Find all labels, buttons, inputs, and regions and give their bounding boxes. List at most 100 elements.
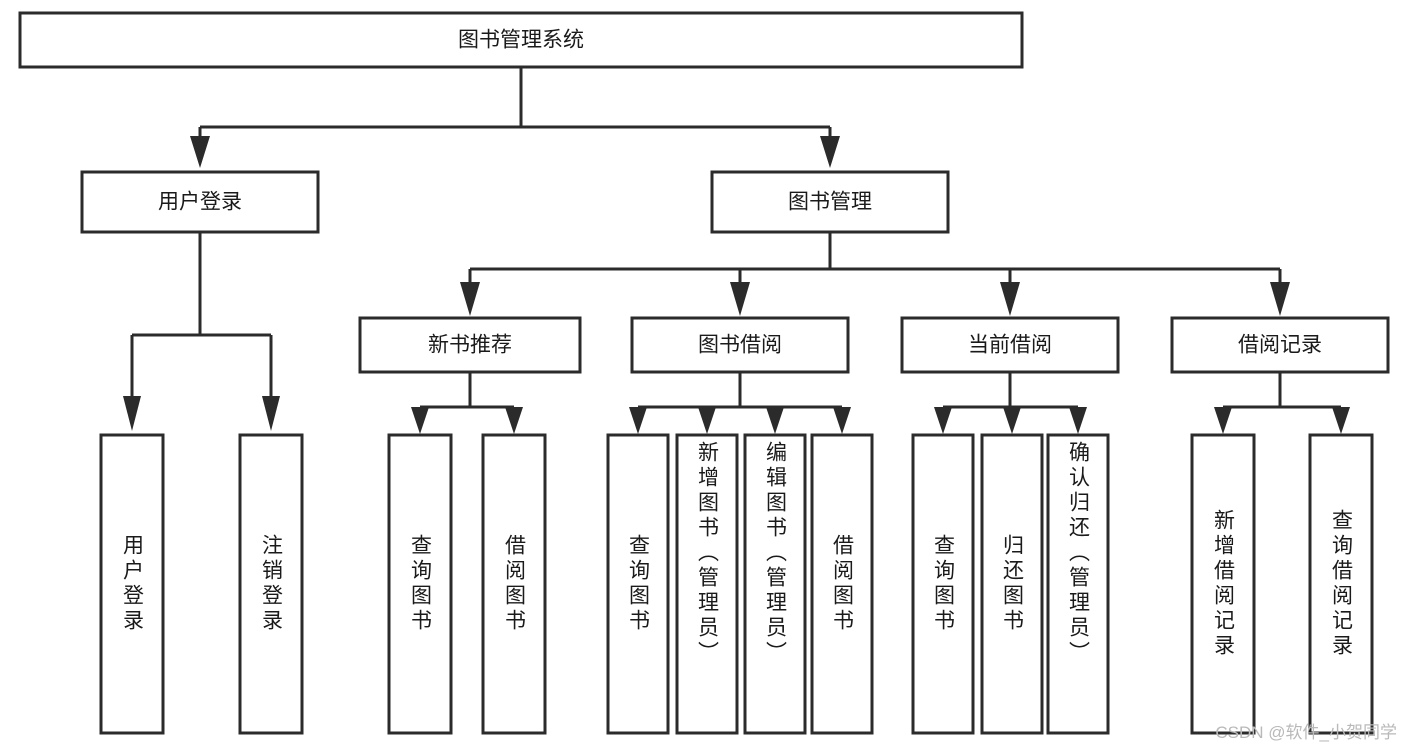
node-root-book-management-system[interactable]: 图书管理系统 (18, 11, 1024, 69)
node-book-management-label: 图书管理 (788, 191, 872, 214)
node-borrow-record-label: 借阅记录 (1238, 334, 1322, 357)
connector-group-book-borrow (629, 372, 851, 434)
leaf-query-borrow-record-label: 查询借阅记录 (1329, 509, 1353, 659)
leaf-borrow-book-borrow-text-wrap: 借阅图书 (830, 534, 854, 634)
connector-group-book-management (460, 232, 1290, 316)
connector-group-current-borrow (934, 372, 1087, 434)
node-new-book-recommend-box[interactable] (358, 316, 582, 374)
arrow-head-borrow-record (1270, 282, 1290, 316)
node-root-label: 图书管理系统 (458, 29, 584, 52)
leaf-query-book-borrow-text-wrap: 查询图书 (626, 534, 650, 634)
arrow-head-leaf-user-logout (262, 396, 280, 431)
leaf-add-borrow-record-text-wrap: 新增借阅记录 (1211, 509, 1235, 659)
leaf-return-book-label: 归还图书 (1000, 534, 1024, 634)
arrow-head-current-borrow (1000, 282, 1020, 316)
connector-group-user-login (123, 232, 280, 431)
csdn-watermark: CSDN @软件_小贺同学 (1215, 723, 1397, 742)
node-book-management-box[interactable] (710, 170, 950, 234)
leaf-borrow-book-recommend-text-wrap: 借阅图书 (502, 534, 526, 634)
leaf-borrow-book-recommend-box[interactable] (481, 433, 547, 735)
leaf-confirm-return-admin-label: 确认归还（管理员） (1066, 441, 1090, 666)
leaf-query-book-current[interactable]: 查询图书 (911, 433, 975, 735)
leaf-confirm-return-admin[interactable]: 确认归还（管理员） (1046, 433, 1110, 735)
leaf-query-book-current-box[interactable] (911, 433, 975, 735)
node-user-login-box[interactable] (80, 170, 320, 234)
leaf-user-logout[interactable]: 注销登录 (238, 433, 304, 735)
leaf-query-borrow-record-box[interactable] (1308, 433, 1374, 735)
leaf-add-book-admin[interactable]: 新增图书（管理员） (675, 433, 739, 735)
leaf-user-login-label: 用户登录 (120, 534, 144, 634)
node-user-login[interactable]: 用户登录 (80, 170, 320, 234)
leaf-add-book-admin-label: 新增图书（管理员） (695, 441, 719, 666)
leaf-add-borrow-record-label: 新增借阅记录 (1211, 509, 1235, 659)
leaf-user-login-box[interactable] (99, 433, 165, 735)
node-book-borrow-box[interactable] (630, 316, 850, 374)
node-borrow-record-box[interactable] (1170, 316, 1390, 374)
leaf-query-book-borrow-label: 查询图书 (626, 534, 650, 634)
arrow-head-new-book-recommend (460, 282, 480, 316)
arrow-head-leaf-return-book (1003, 407, 1021, 434)
node-current-borrow-box[interactable] (900, 316, 1120, 374)
node-current-borrow-label: 当前借阅 (968, 334, 1052, 357)
node-book-borrow[interactable]: 图书借阅 (630, 316, 850, 374)
leaf-confirm-return-admin-text-wrap: 确认归还（管理员） (1066, 441, 1090, 666)
arrow-head-leaf-edit-book-admin (766, 407, 784, 434)
leaf-query-book-current-text-wrap: 查询图书 (931, 534, 955, 634)
connector-group-root (190, 67, 840, 168)
leaf-borrow-book-recommend[interactable]: 借阅图书 (481, 433, 547, 735)
leaf-confirm-return-admin-box[interactable] (1046, 433, 1110, 735)
leaf-edit-book-admin-text-wrap: 编辑图书（管理员） (763, 441, 787, 666)
leaf-user-logout-box[interactable] (238, 433, 304, 735)
node-root-box[interactable] (18, 11, 1024, 69)
leaf-edit-book-admin-box[interactable] (743, 433, 807, 735)
leaf-add-borrow-record-box[interactable] (1190, 433, 1256, 735)
leaf-query-book-recommend-text-wrap: 查询图书 (408, 534, 432, 634)
leaf-add-book-admin-box[interactable] (675, 433, 739, 735)
leaf-user-logout-text-wrap: 注销登录 (259, 534, 283, 634)
node-book-management[interactable]: 图书管理 (710, 170, 950, 234)
arrow-head-user-login (190, 136, 210, 168)
leaf-query-borrow-record[interactable]: 查询借阅记录 (1308, 433, 1374, 735)
leaf-add-book-admin-text-wrap: 新增图书（管理员） (695, 441, 719, 666)
arrow-head-leaf-query-borrow-record (1332, 407, 1350, 434)
arrow-head-leaf-borrow-book-recommend (505, 407, 523, 434)
node-book-borrow-label: 图书借阅 (698, 334, 782, 357)
leaf-query-book-recommend-box[interactable] (387, 433, 453, 735)
connector-group-borrow-record (1214, 372, 1350, 434)
arrow-head-book-management (820, 136, 840, 168)
arrow-head-leaf-user-login (123, 396, 141, 431)
arrow-head-leaf-query-book-current (934, 407, 952, 434)
leaf-add-borrow-record[interactable]: 新增借阅记录 (1190, 433, 1256, 735)
node-current-borrow[interactable]: 当前借阅 (900, 316, 1120, 374)
arrow-head-leaf-add-borrow-record (1214, 407, 1232, 434)
leaf-query-book-current-label: 查询图书 (931, 534, 955, 634)
leaf-user-login[interactable]: 用户登录 (99, 433, 165, 735)
leaf-user-login-text-wrap: 用户登录 (120, 534, 144, 634)
arrow-head-book-borrow (730, 282, 750, 316)
leaf-borrow-book-borrow-label: 借阅图书 (830, 534, 854, 634)
leaf-edit-book-admin[interactable]: 编辑图书（管理员） (743, 433, 807, 735)
leaf-return-book-box[interactable] (980, 433, 1044, 735)
leaf-query-book-borrow[interactable]: 查询图书 (606, 433, 670, 735)
leaf-query-book-recommend[interactable]: 查询图书 (387, 433, 453, 735)
leaf-query-borrow-record-text-wrap: 查询借阅记录 (1329, 509, 1353, 659)
connector-group-new-book-recommend (411, 372, 523, 434)
leaf-edit-book-admin-label: 编辑图书（管理员） (763, 441, 787, 666)
leaf-borrow-book-borrow-box[interactable] (810, 433, 874, 735)
node-new-book-recommend-label: 新书推荐 (428, 334, 512, 357)
arrow-head-leaf-query-book-recommend (411, 407, 429, 434)
leaf-query-book-borrow-box[interactable] (606, 433, 670, 735)
leaf-return-book-text-wrap: 归还图书 (1000, 534, 1024, 634)
arrow-head-leaf-confirm-return-admin (1069, 407, 1087, 434)
leaf-borrow-book-borrow[interactable]: 借阅图书 (810, 433, 874, 735)
leaf-borrow-book-recommend-label: 借阅图书 (502, 534, 526, 634)
arrow-head-leaf-query-book-borrow (629, 407, 647, 434)
node-borrow-record[interactable]: 借阅记录 (1170, 316, 1390, 374)
leaf-query-book-recommend-label: 查询图书 (408, 534, 432, 634)
leaf-return-book[interactable]: 归还图书 (980, 433, 1044, 735)
node-user-login-label: 用户登录 (158, 191, 242, 214)
node-new-book-recommend[interactable]: 新书推荐 (358, 316, 582, 374)
leaf-user-logout-label: 注销登录 (259, 534, 283, 634)
